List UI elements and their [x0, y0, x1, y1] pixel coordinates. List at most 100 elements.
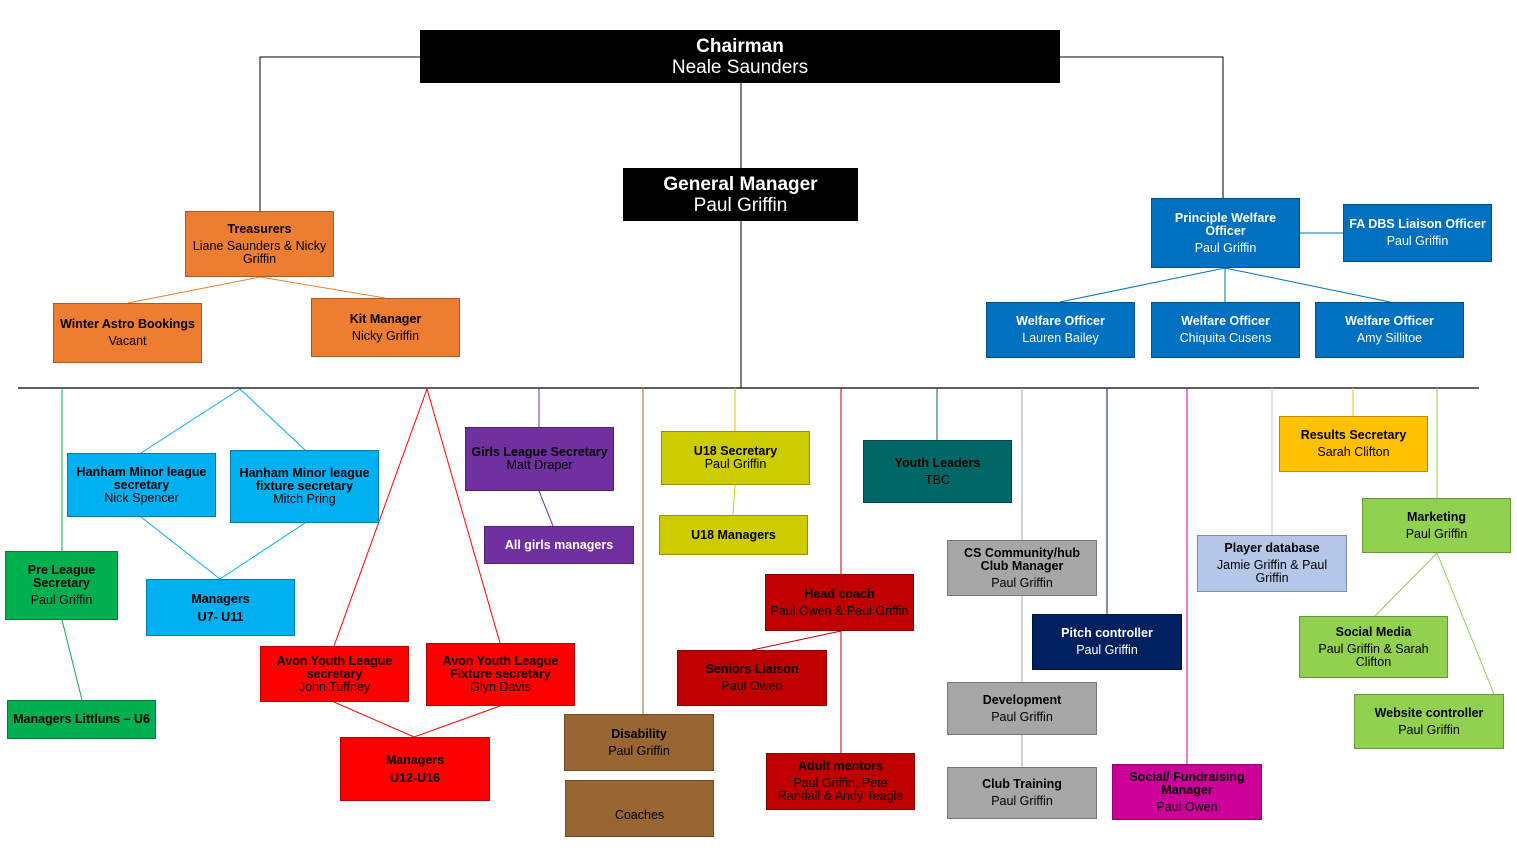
pre-league-person: Paul Griffin — [30, 593, 93, 607]
managers-u7-box: Managers U7- U11 — [146, 579, 295, 636]
welfare-officer-1-box: Welfare Officer Lauren Bailey — [986, 302, 1135, 358]
managers-littluns-box: Managers Littluns – U6 — [7, 700, 156, 739]
girls-secretary-title: Girls League Secretary — [471, 445, 608, 459]
winter-astro-title: Winter Astro Bookings — [60, 317, 195, 331]
adult-mentors-box: Adult mentors Paul Griffin, Pete Randall… — [766, 753, 915, 810]
seniors-liaison-box: Seniors Liaison Paul Owen — [677, 650, 827, 706]
coaches-box: Coaches — [565, 780, 714, 837]
development-person: Paul Griffin — [991, 709, 1053, 724]
hanham-secretary-box: Hanham Minor league secretary Nick Spenc… — [67, 453, 216, 517]
treasurers-person: Liane Saunders & Nicky Griffin — [192, 238, 327, 266]
kit-manager-title: Kit Manager — [349, 311, 422, 326]
managers-u7-title: Managers U7- U11 — [191, 591, 250, 624]
connector-girls-managers — [538, 490, 554, 527]
disability-box: Disability Paul Griffin — [564, 714, 714, 771]
kit-manager-box: Kit Manager Nicky Griffin — [311, 298, 460, 357]
social-media-title: Social Media — [1335, 624, 1412, 639]
welfare-officer-2-box: Welfare Officer Chiquita Cusens — [1151, 302, 1300, 358]
website-controller-box: Website controller Paul Griffin — [1354, 694, 1504, 749]
results-secretary-person: Sarah Clifton — [1317, 445, 1390, 459]
player-database-title: Player database — [1224, 541, 1320, 555]
cs-community-title: CS Community/hub Club Manager — [964, 545, 1080, 573]
head-coach-person: Paul Owen & Paul Griffin — [770, 603, 909, 618]
u18-secretary-box: U18 Secretary Paul Griffin — [661, 431, 810, 485]
disability-title: Disability — [611, 726, 667, 741]
avon-secretary-person: John Tuffney — [298, 679, 371, 694]
cs-community-person: Paul Griffin — [991, 575, 1053, 590]
hanham-fixture-box: Hanham Minor league fixture secretary Mi… — [230, 450, 379, 523]
social-fundraising-box: Social/ Fundraising Manager Paul Owen — [1112, 764, 1262, 820]
seniors-liaison-person: Paul Owen — [721, 679, 783, 693]
principle-welfare-box: Principle Welfare Officer Paul Griffin — [1151, 198, 1300, 268]
connector-preleague-littluns — [61, 619, 83, 701]
connector-chairman-treasurers — [259, 56, 420, 211]
welfare-officer-3-person: Amy Sillitoe — [1356, 331, 1423, 345]
welfare-officer-1-person: Lauren Bailey — [1022, 331, 1099, 345]
connector-avon-managers — [333, 701, 501, 738]
chairman-title: Chairman — [696, 35, 784, 57]
winter-astro-box: Winter Astro Bookings Vacant — [53, 303, 202, 363]
connector-hanham-managers — [140, 516, 306, 580]
player-database-person: Jamie Griffin & Paul Griffin — [1216, 558, 1328, 585]
avon-fixture-box: Avon Youth League Fixture secretary Glyn… — [426, 643, 575, 706]
seniors-liaison-title: Seniors Liaison — [705, 662, 799, 676]
connector-welfare-1 — [1059, 267, 1226, 303]
welfare-officer-3-title: Welfare Officer — [1345, 314, 1434, 328]
connector-headcoach-seniors — [751, 630, 842, 651]
welfare-officer-2-person: Chiquita Cusens — [1179, 331, 1272, 345]
social-fundraising-person: Paul Owen — [1156, 799, 1218, 814]
social-media-person: Paul Griffin & Sarah Clifton — [1318, 641, 1429, 669]
website-controller-person: Paul Griffin — [1398, 722, 1460, 737]
hanham-secretary-title: Hanham Minor league secretary — [76, 464, 207, 492]
girls-managers-box: All girls managers — [484, 526, 634, 564]
development-box: Development Paul Griffin — [947, 682, 1097, 735]
pre-league-title: Pre League Secretary — [27, 563, 96, 590]
general-manager-title: General Manager — [663, 173, 818, 195]
general-manager-person: Paul Griffin — [693, 194, 788, 216]
hanham-fixture-title: Hanham Minor league fixture secretary — [239, 466, 370, 493]
disability-person: Paul Griffin — [608, 743, 670, 758]
chairman-box: Chairman Neale Saunders — [420, 30, 1060, 83]
player-database-box: Player database Jamie Griffin & Paul Gri… — [1197, 535, 1347, 592]
pre-league-box: Pre League Secretary Paul Griffin — [5, 551, 118, 620]
head-coach-box: Head coach Paul Owen & Paul Griffin — [765, 574, 914, 631]
results-secretary-title: Results Secretary — [1300, 428, 1407, 442]
adult-mentors-title: Adult mentors — [798, 759, 883, 773]
social-media-box: Social Media Paul Griffin & Sarah Clifto… — [1299, 616, 1448, 678]
u18-managers-title: U18 Managers — [691, 527, 776, 542]
treasurers-title: Treasurers — [227, 221, 292, 236]
cs-community-box: CS Community/hub Club Manager Paul Griff… — [947, 540, 1097, 596]
avon-fixture-person: Glyn Davis — [470, 680, 531, 694]
principle-welfare-title: Principle Welfare Officer — [1174, 210, 1277, 238]
managers-littluns-title: Managers Littluns – U6 — [13, 712, 150, 726]
development-title: Development — [982, 692, 1062, 707]
winter-astro-person: Vacant — [108, 334, 147, 348]
results-secretary-box: Results Secretary Sarah Clifton — [1279, 416, 1428, 472]
welfare-officer-1-title: Welfare Officer — [1016, 314, 1105, 328]
youth-leaders-box: Youth Leaders TBC — [863, 440, 1012, 503]
connector-marketing-social — [1374, 552, 1438, 617]
girls-secretary-box: Girls League Secretary Matt Draper — [465, 427, 614, 491]
club-training-title: Club Training — [982, 777, 1062, 791]
connector-avon-diamond — [333, 387, 501, 647]
fa-dbs-box: FA DBS Liaison Officer Paul Griffin — [1343, 204, 1492, 262]
social-fundraising-title: Social/ Fundraising Manager — [1129, 769, 1245, 797]
managers-u12-title: Managers U12-U16 — [385, 753, 445, 785]
marketing-title: Marketing — [1406, 509, 1467, 524]
principle-welfare-person: Paul Griffin — [1194, 240, 1257, 255]
connector-welfare-3 — [1224, 267, 1391, 303]
u18-secretary-title: U18 Secretary — [693, 444, 778, 458]
head-coach-title: Head coach — [804, 586, 875, 601]
general-manager-box: General Manager Paul Griffin — [623, 168, 858, 221]
welfare-officer-3-box: Welfare Officer Amy Sillitoe — [1315, 302, 1464, 358]
hanham-fixture-person: Mitch Pring — [273, 492, 336, 506]
connector-treasurers-kit — [259, 276, 386, 299]
marketing-person: Paul Griffin — [1405, 526, 1468, 541]
avon-fixture-title: Avon Youth League Fixture secretary — [442, 654, 559, 681]
youth-leaders-title: Youth Leaders — [894, 455, 981, 470]
connector-marketing-website — [1436, 552, 1495, 695]
girls-secretary-person: Matt Draper — [506, 458, 573, 472]
hanham-secretary-person: Nick Spencer — [104, 490, 179, 505]
